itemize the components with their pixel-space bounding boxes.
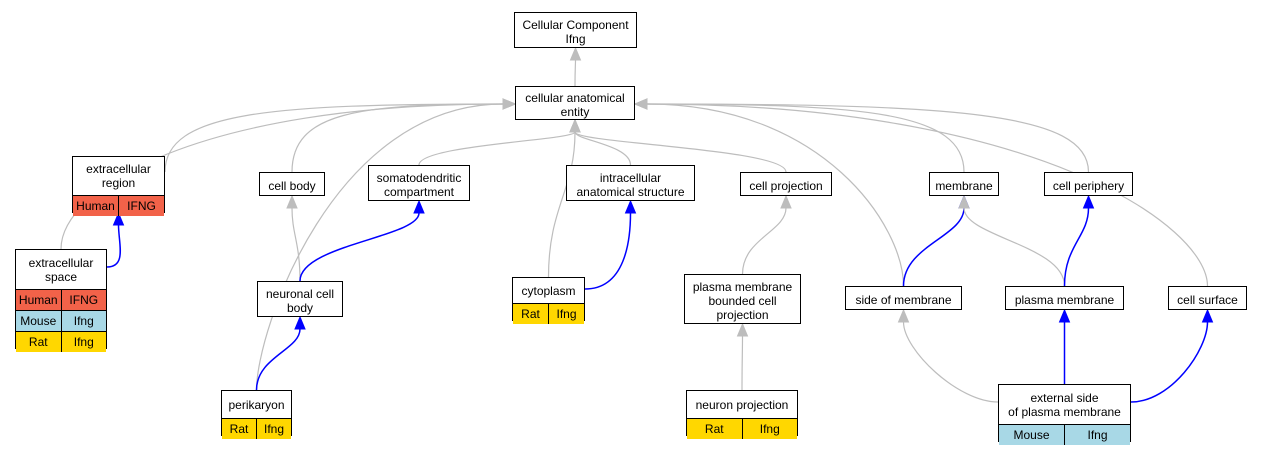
species-cell: Human: [18, 293, 58, 307]
edge-espm-to-pm: [1058, 308, 1071, 385]
go-term-label: intracellular anatomical structure: [576, 171, 685, 199]
annotation-row-rat: Rat Ifng: [513, 303, 584, 324]
edge-np-to-pmbcp: [736, 322, 749, 391]
go-term-label: perikaryon: [228, 397, 285, 412]
edge-pm-to-mem: [958, 194, 1066, 287]
go-term-node-root[interactable]: Cellular Component Ifng: [514, 12, 637, 48]
go-term-node-cper[interactable]: cell periphery: [1044, 172, 1133, 196]
go-term-label: plasma membrane: [1014, 293, 1115, 307]
go-term-label: side of membrane: [855, 293, 952, 307]
species-cell: Mouse: [1013, 428, 1050, 442]
gene-cell: IFNG: [60, 290, 107, 310]
gene-cell: Ifng: [60, 332, 107, 352]
gene-cell: Ifng: [548, 304, 584, 324]
annotation-row-mouse: Mouse Ifng: [999, 424, 1130, 445]
go-term-label: neuronal cell body: [265, 287, 335, 315]
go-term-node-sdc[interactable]: somatodendritic compartment: [368, 165, 470, 201]
go-term-node-pmbcp[interactable]: plasma membrane bounded cell projection: [684, 274, 801, 324]
go-term-label: cytoplasm: [521, 283, 576, 298]
species-cell: Rat: [704, 422, 724, 436]
species-cell: Rat: [28, 335, 48, 349]
edge-som-to-mem: [902, 194, 970, 287]
annotation-row-rat: Rat Ifng: [687, 418, 797, 439]
species-cell: Rat: [229, 422, 249, 436]
go-term-label: cell periphery: [1052, 179, 1125, 193]
edge-cyto-to-cae: [547, 118, 581, 278]
go-term-label: cell projection: [749, 179, 823, 193]
go-term-label: external side of plasma membrane: [1008, 390, 1121, 419]
go-term-label: cell surface: [1177, 293, 1238, 307]
edge-sdc-to-cae: [418, 118, 581, 166]
go-term-node-mem[interactable]: membrane: [929, 172, 999, 196]
go-term-label: neuron projection: [695, 397, 789, 412]
go-term-node-cs[interactable]: cell surface: [1168, 286, 1247, 310]
gene-cell: Ifng: [741, 419, 798, 439]
go-term-label: somatodendritic compartment: [376, 171, 462, 199]
gene-cell: Ifng: [1064, 425, 1130, 445]
annotation-row-rat: Rat Ifng: [222, 418, 291, 439]
gene-cell: Ifng: [60, 311, 107, 331]
edge-pm-to-cper: [1063, 194, 1095, 287]
edge-ias-to-cae: [569, 118, 632, 166]
edge-peri-to-cae: [255, 98, 517, 391]
edge-som-to-cae: [633, 98, 905, 287]
edge-ncb-to-sdc: [299, 199, 425, 282]
go-term-node-cp[interactable]: cell projection: [740, 172, 832, 196]
edge-peri-to-ncb: [255, 315, 306, 391]
go-term-label: membrane: [935, 179, 993, 193]
annotation-row-rat: Rat Ifng: [16, 331, 106, 352]
edge-pmbcp-to-cp: [741, 194, 792, 275]
go-term-node-cae[interactable]: cellular anatomical entity: [515, 86, 635, 120]
edge-cae-to-root: [569, 46, 582, 87]
edge-espm-to-som: [897, 308, 999, 403]
go-term-node-cb[interactable]: cell body: [259, 172, 325, 196]
go-term-label: extracellular region: [86, 162, 151, 190]
edge-ncb-to-cb: [286, 194, 301, 282]
edge-cyto-to-ias: [584, 199, 637, 290]
go-term-label: cell body: [268, 179, 316, 193]
edge-es-to-er: [106, 211, 125, 268]
edge-er-to-cae: [164, 98, 517, 173]
go-term-label: extracellular space: [28, 255, 94, 284]
go-term-node-pm[interactable]: plasma membrane: [1005, 286, 1124, 310]
go-term-label: Cellular Component Ifng: [522, 18, 629, 46]
go-term-node-som[interactable]: side of membrane: [845, 286, 962, 310]
edge-espm-to-cs: [1130, 308, 1214, 403]
species-cell: Mouse: [20, 314, 57, 328]
species-cell: Rat: [521, 307, 540, 321]
go-term-node-ias[interactable]: intracellular anatomical structure: [566, 165, 695, 201]
go-term-label: plasma membrane bounded cell projection: [692, 280, 793, 322]
go-term-label: cellular anatomical entity: [525, 91, 625, 119]
edge-cper-to-cae: [633, 98, 1090, 173]
gene-cell: IFNG: [118, 196, 164, 216]
species-cell: Human: [76, 199, 115, 213]
gene-cell: Ifng: [256, 419, 291, 439]
go-term-node-ncb[interactable]: neuronal cell body: [257, 281, 343, 317]
edge-cb-to-cae: [291, 98, 517, 173]
edge-mem-to-cae: [633, 98, 965, 173]
